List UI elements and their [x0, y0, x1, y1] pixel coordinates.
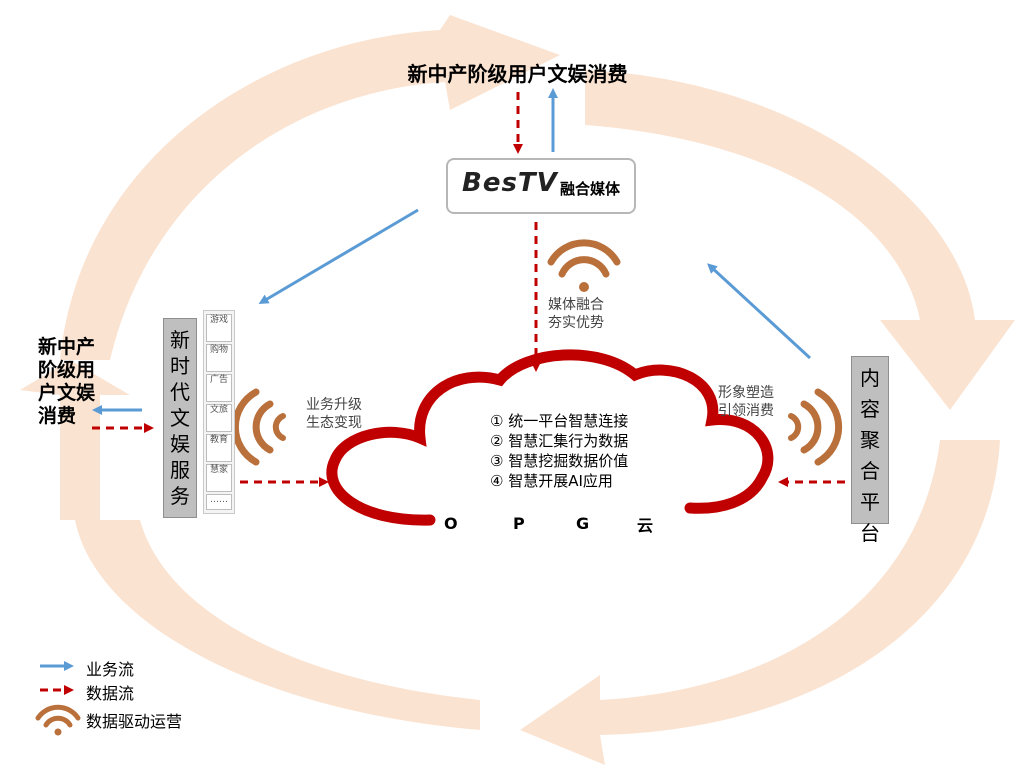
- content-platform-label: 内容聚合平台: [860, 366, 880, 545]
- cycle-arc-bottom-right: [520, 440, 1000, 765]
- top-user-label: 新中产阶级用户文娱消费: [407, 62, 628, 86]
- wifi-signal-icon-center: [547, 239, 621, 292]
- new-era-service-label: 新时代文娱服务: [170, 328, 190, 508]
- right-annotation-line2: 引领消费: [718, 403, 774, 419]
- cloud-item: ① 统一平台智慧连接: [490, 412, 629, 430]
- legend-data-flow-label: 数据流: [86, 684, 135, 703]
- left-annotation-line1: 业务升级: [306, 397, 362, 413]
- service-item-education: 教育: [206, 434, 232, 462]
- right-annotation-line1: 形象塑造: [718, 385, 774, 401]
- bestv-logo: BesTV: [462, 168, 558, 198]
- cloud-item: ② 智慧汇集行为数据: [490, 432, 629, 450]
- bestv-subtitle: 融合媒体: [560, 180, 621, 198]
- center-annotation: 媒体融合 夯实优势: [548, 296, 604, 332]
- cloud-item: ③ 智慧挖掘数据价值: [490, 452, 629, 470]
- service-item-list: 游戏 购物 广告 文旅 教育 慧家 ……: [203, 310, 235, 514]
- service-item-travel: 文旅: [206, 404, 232, 432]
- opg-cloud: [326, 349, 774, 526]
- cycle-arc-top: [60, 15, 560, 360]
- center-annotation-line1: 媒体融合: [548, 297, 604, 313]
- business-arrow-platform-to-bestv: [707, 263, 812, 360]
- left-annotation: 业务升级 生态变现: [306, 396, 362, 432]
- cloud-letter-p: P: [513, 514, 525, 533]
- new-era-service-box: 新时代文娱服务: [163, 318, 197, 518]
- cycle-arc-left: [20, 360, 480, 730]
- business-arrow-bestv-to-service: [258, 208, 419, 305]
- service-item-more: ……: [206, 494, 232, 510]
- legend-wifi-icon: [35, 704, 81, 736]
- right-annotation: 形象塑造 引领消费: [718, 384, 774, 420]
- content-platform-box: 内容聚合平台: [851, 356, 889, 545]
- bestv-box: BesTV 融合媒体: [446, 158, 636, 214]
- service-item-shopping: 购物: [206, 344, 232, 372]
- cloud-item: ④ 智慧开展AI应用: [490, 472, 613, 490]
- left-annotation-line2: 生态变现: [306, 415, 362, 431]
- left-user-label: 新中产阶级用户文娱消费: [38, 336, 96, 427]
- wifi-signal-icon-right: [788, 388, 843, 466]
- cloud-letter-yun: 云: [637, 516, 654, 535]
- service-item-smart-home: 慧家: [206, 464, 232, 492]
- wifi-signal-icon-left: [231, 388, 286, 466]
- center-annotation-line2: 夯实优势: [548, 315, 604, 331]
- legend-business-flow-label: 业务流: [86, 660, 135, 679]
- legend-data-ops-label: 数据驱动运营: [86, 712, 183, 731]
- cloud-letter-g: G: [576, 514, 590, 533]
- cycle-arc-right: [585, 70, 1015, 410]
- service-item-ads: 广告: [206, 374, 232, 402]
- opg-cloud-item-list: ① 统一平台智慧连接 ② 智慧汇集行为数据 ③ 智慧挖掘数据价值 ④ 智慧开展A…: [490, 411, 628, 491]
- service-item-games: 游戏: [206, 314, 232, 342]
- cloud-letter-o: O: [444, 514, 458, 533]
